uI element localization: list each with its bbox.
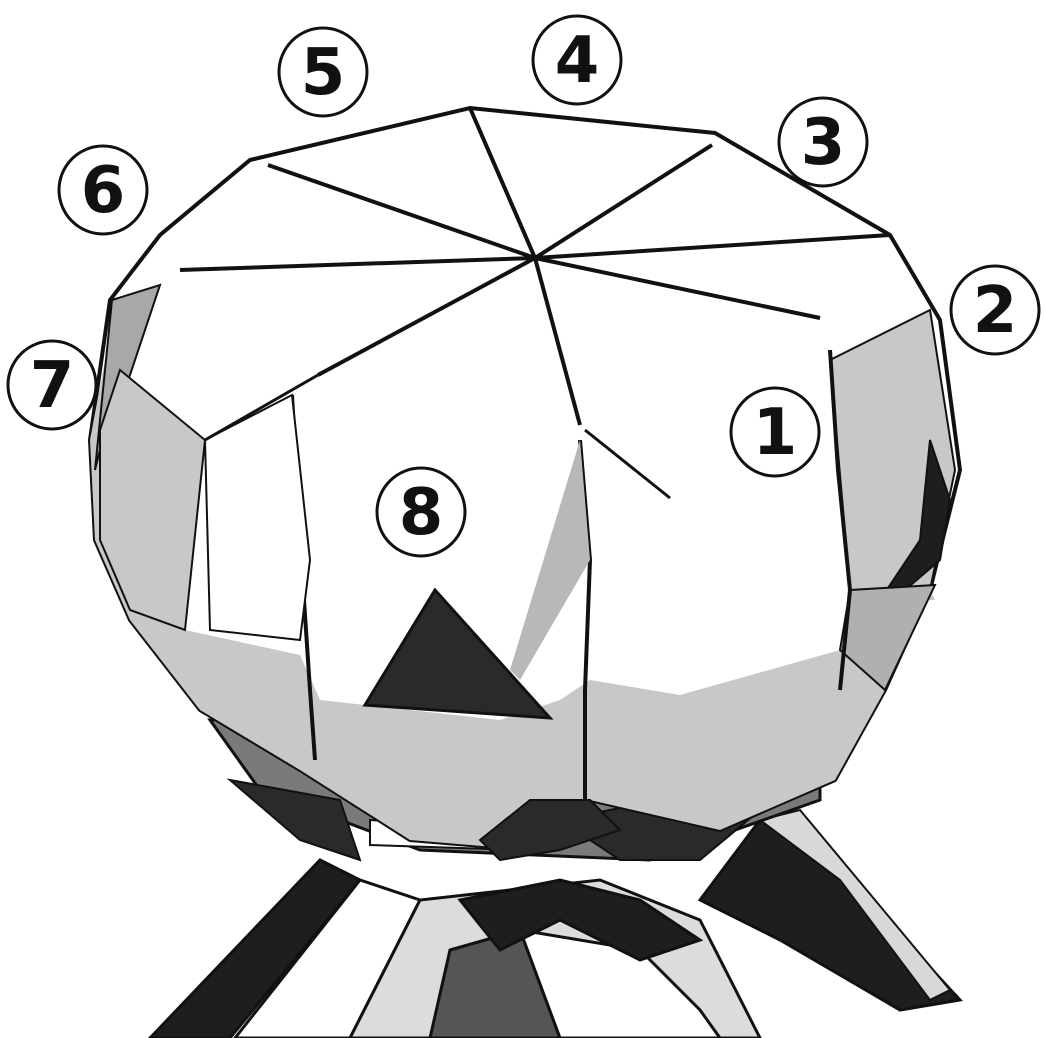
marker-6: 6 bbox=[59, 146, 147, 234]
marker-4: 4 bbox=[533, 16, 621, 104]
marker-7: 7 bbox=[8, 341, 96, 429]
marker-label: 4 bbox=[555, 24, 600, 98]
marker-8: 8 bbox=[377, 468, 465, 556]
marker-label: 3 bbox=[801, 106, 846, 180]
marker-label: 6 bbox=[81, 154, 126, 228]
marker-5: 5 bbox=[279, 28, 367, 116]
robot-head bbox=[90, 108, 960, 860]
marker-label: 8 bbox=[399, 476, 444, 550]
marker-label: 2 bbox=[973, 274, 1018, 348]
marker-1: 1 bbox=[731, 388, 819, 476]
marker-2: 2 bbox=[951, 266, 1039, 354]
marker-label: 1 bbox=[753, 396, 798, 470]
marker-3: 3 bbox=[779, 98, 867, 186]
marker-label: 7 bbox=[30, 349, 75, 423]
marker-label: 5 bbox=[301, 36, 346, 110]
